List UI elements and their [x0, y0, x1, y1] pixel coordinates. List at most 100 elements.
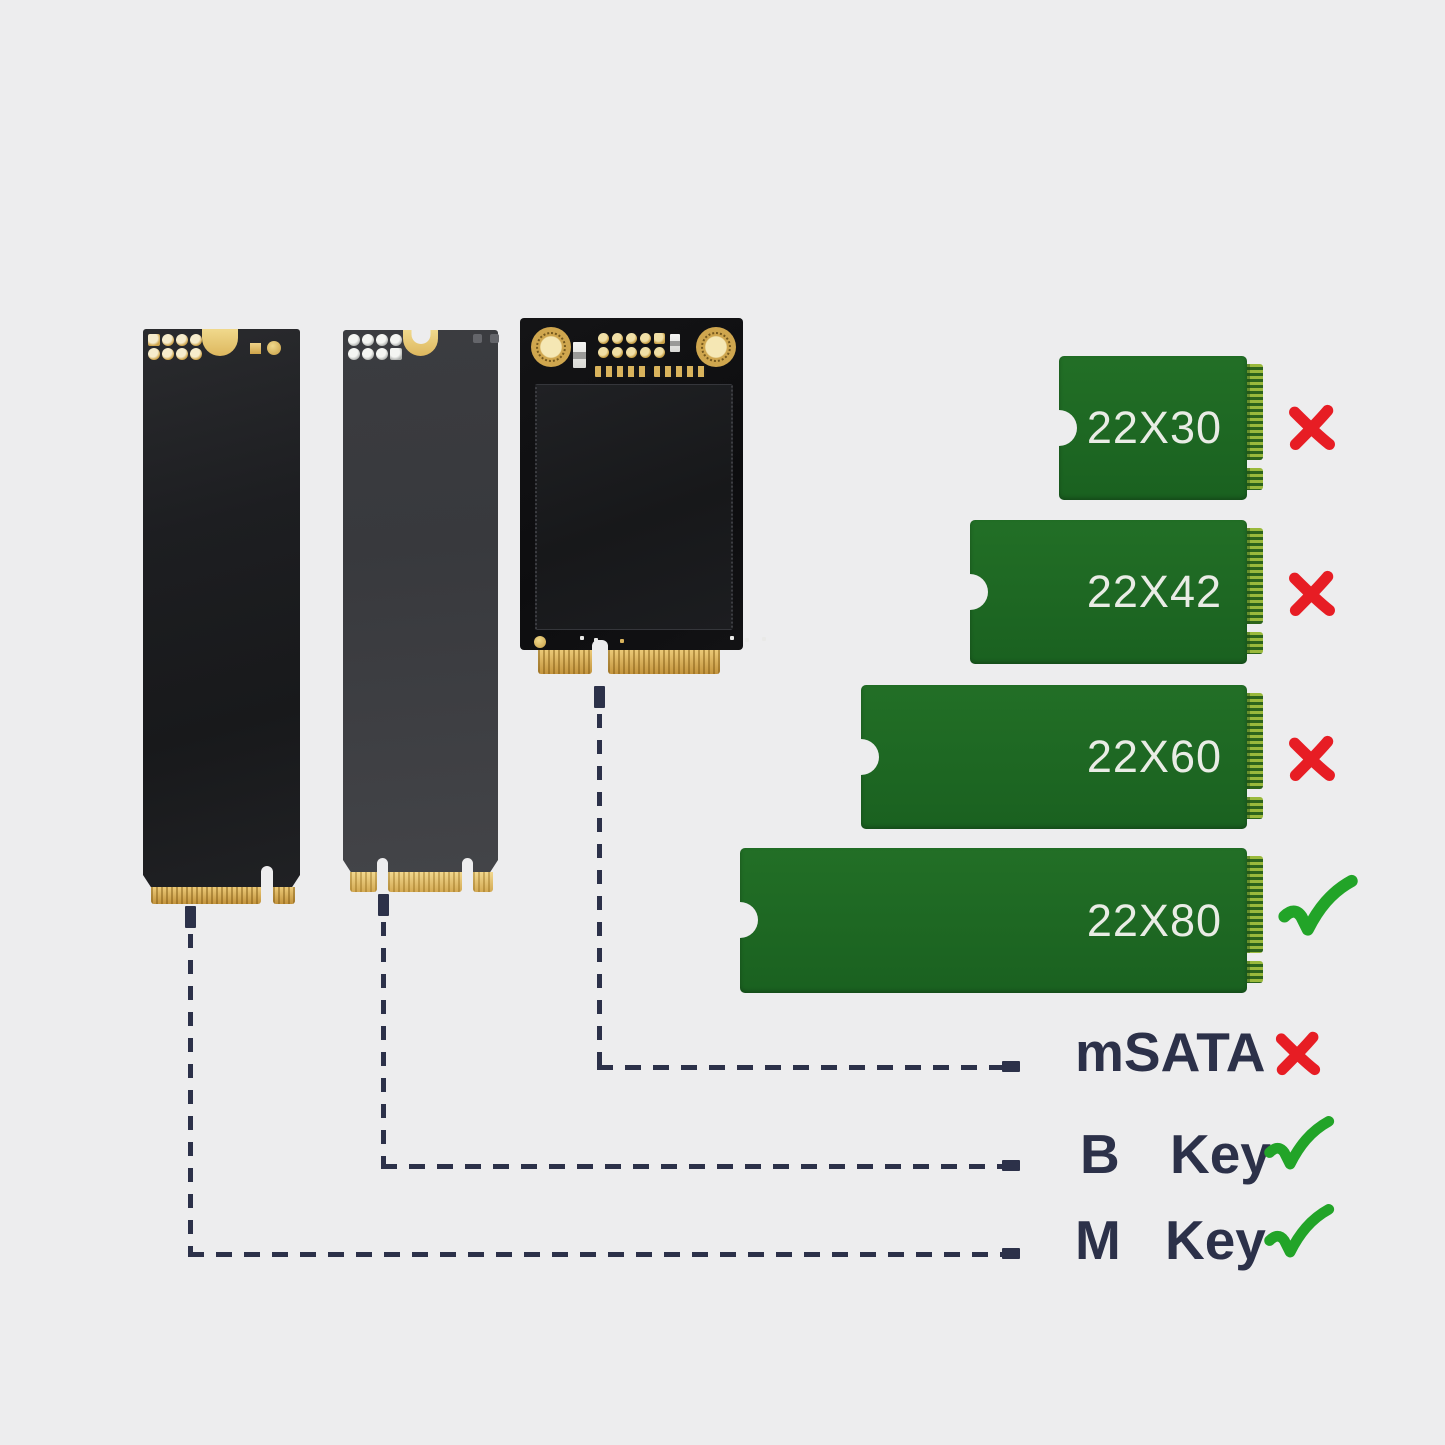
m-key-notch	[261, 866, 273, 904]
pad	[390, 334, 402, 346]
cross-icon-msata	[1275, 1031, 1321, 1076]
edge-connector-gold	[388, 872, 462, 892]
size-card-label: 22X30	[1086, 402, 1222, 453]
size-card-22x42: 22X42	[952, 520, 1263, 664]
card-notch	[722, 902, 758, 938]
m2-b-key-ssd	[343, 330, 499, 893]
b-key-notch	[377, 858, 388, 892]
mount-cutout	[411, 330, 430, 344]
pad	[640, 333, 651, 344]
edge-connector-gold	[473, 872, 493, 892]
pad	[162, 334, 174, 346]
card-edge-connector	[1247, 797, 1263, 819]
capacitor	[573, 342, 586, 368]
size-card-22x60: 22X60	[843, 685, 1263, 829]
pad	[654, 333, 665, 344]
card-notch	[952, 574, 988, 610]
card-notch	[843, 739, 879, 775]
cross-icon-22x30	[1289, 404, 1335, 450]
pad	[612, 333, 623, 344]
size-card-label: 22X80	[1086, 894, 1222, 946]
pad	[348, 348, 360, 360]
line-endcap-msata	[1002, 1061, 1020, 1072]
card-edge-connector	[1247, 468, 1263, 490]
dashed-line-m-key-vertical	[188, 934, 193, 1252]
pad	[598, 347, 609, 358]
check-icon-b-key	[1264, 1115, 1335, 1170]
solder-strip	[595, 366, 650, 377]
dashed-line-m-key-horizontal	[188, 1252, 1002, 1257]
card-notch	[1041, 410, 1077, 446]
solder-pads	[348, 334, 402, 360]
pad	[362, 348, 374, 360]
solder-strip	[654, 366, 706, 377]
component-pad	[473, 334, 482, 343]
card-edge-connector	[1247, 364, 1263, 460]
card-edge-connector	[1247, 693, 1263, 789]
pad	[176, 348, 188, 360]
solder-pads	[148, 334, 202, 360]
component-pad	[490, 334, 499, 343]
pad	[612, 347, 623, 358]
component-square	[250, 343, 261, 354]
label-b-key: B Key	[1080, 1122, 1271, 1186]
bottom-components	[580, 636, 584, 640]
size-card-22x80: 22X80	[722, 848, 1263, 993]
size-card-label: 22X60	[1086, 731, 1222, 782]
dashed-line-b-key-vertical	[381, 922, 386, 1164]
line-endcap-b-key	[1002, 1160, 1020, 1171]
b-key-word: Key	[1170, 1123, 1271, 1185]
pad	[190, 334, 202, 346]
dashed-line-msata-horizontal	[597, 1065, 1002, 1070]
edge-connector-gold	[350, 872, 377, 892]
line-cap-b-key	[378, 894, 389, 916]
component-circle	[267, 341, 281, 355]
pad	[640, 347, 651, 358]
pad	[626, 333, 637, 344]
pad	[148, 334, 160, 346]
cross-icon-22x60	[1289, 735, 1335, 781]
m-key-word: Key	[1165, 1209, 1266, 1271]
pad	[176, 334, 188, 346]
card-edge-connector	[1247, 528, 1263, 624]
edge-connector-gold	[608, 650, 720, 674]
nand-chip	[535, 384, 733, 630]
msata-text: mSATA	[1075, 1021, 1266, 1083]
pad	[190, 348, 202, 360]
size-card-22x30: 22X30	[1041, 356, 1263, 500]
dashed-line-msata-vertical	[597, 714, 602, 1065]
capacitor	[670, 334, 680, 352]
pad	[348, 334, 360, 346]
label-msata: mSATA	[1075, 1020, 1265, 1084]
msata-notch	[592, 640, 608, 676]
ring-dots	[701, 332, 731, 362]
line-cap-m-key	[185, 906, 196, 928]
msata-ssd	[520, 318, 743, 676]
pad	[162, 348, 174, 360]
ssd-pcb	[143, 329, 300, 887]
solder-pads	[598, 333, 665, 358]
line-endcap-m-key	[1002, 1248, 1020, 1259]
b-key-letter: B	[1080, 1123, 1120, 1185]
check-icon-m-key	[1264, 1203, 1335, 1258]
check-icon-22x80	[1278, 874, 1358, 936]
pad	[390, 348, 402, 360]
cross-icon-22x42	[1289, 570, 1335, 616]
dashed-line-b-key-horizontal	[381, 1164, 1002, 1169]
line-cap-msata	[594, 686, 605, 708]
m-key-notch	[462, 858, 473, 892]
pad	[654, 347, 665, 358]
m2-m-key-ssd	[143, 329, 300, 904]
corner-pad	[534, 636, 546, 648]
pad	[376, 334, 388, 346]
pad	[376, 348, 388, 360]
m-key-letter: M	[1075, 1209, 1121, 1271]
edge-connector-gold	[273, 887, 295, 904]
size-card-label: 22X42	[1086, 566, 1222, 617]
card-edge-connector	[1247, 632, 1263, 654]
pad	[148, 348, 160, 360]
label-m-key: M Key	[1075, 1208, 1266, 1272]
edge-connector-gold	[538, 650, 592, 674]
pad	[598, 333, 609, 344]
